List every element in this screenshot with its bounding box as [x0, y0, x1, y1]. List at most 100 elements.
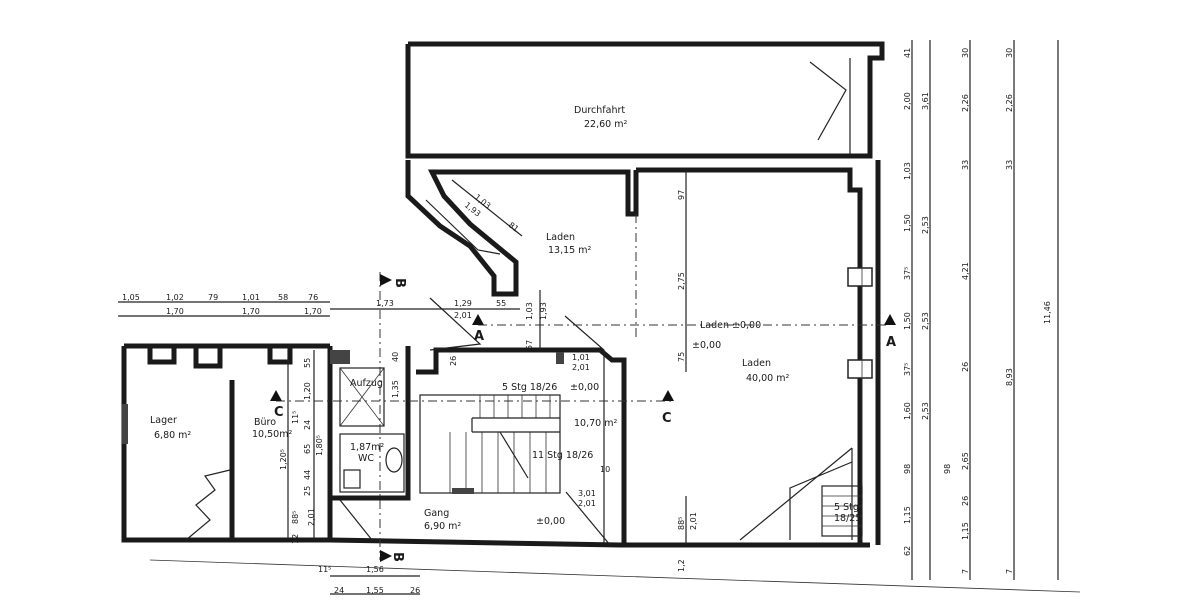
dim-in-19: 26: [449, 356, 458, 366]
dim-r4-3: 33: [1005, 160, 1014, 170]
bottom-dimension-chain: [330, 575, 420, 595]
stair-right-ratio: 18/25: [834, 513, 861, 524]
mark-c-left: C: [274, 405, 284, 420]
dim-in-6: 75: [677, 352, 686, 362]
door-swing-laden: [739, 447, 853, 541]
right-stair-treads: [822, 495, 862, 527]
dim-top-3: 79: [208, 293, 218, 302]
dim-r1-1: 41: [903, 48, 912, 58]
dim-r2-2: 2,53: [921, 216, 930, 234]
dim-in-14: 10: [600, 465, 610, 474]
stair-well: [419, 394, 561, 494]
dim-r3-2: 2,26: [961, 94, 970, 112]
arrow-a-right: [884, 314, 896, 325]
dim-r3-7: 26: [961, 496, 970, 506]
dim-in-22: 11⁵: [291, 411, 300, 424]
mark-a-right: A: [886, 335, 896, 350]
dim-in-26: 44: [303, 470, 312, 480]
top-dimension-chain: [118, 301, 520, 317]
pier-3: [267, 346, 293, 365]
wall-laden-small: [405, 160, 639, 297]
dim-r3-3: 33: [961, 160, 970, 170]
dim-bottom-3: 24: [334, 586, 344, 595]
shaft-hatch: [330, 350, 350, 364]
gang-hatch: [452, 488, 474, 494]
dim-in-29: 88⁵: [291, 511, 300, 524]
lager-hatch: [122, 404, 128, 444]
door-swing-small-laden: [429, 297, 482, 351]
durchfahrt-name: Durchfahrt: [574, 105, 625, 116]
right-dimension-chains: [911, 40, 1059, 580]
dim-top-2: 1,02: [166, 293, 184, 302]
arrow-b-bottom: [380, 550, 392, 562]
door-frame-laden: [789, 461, 853, 540]
dim-r1-7: 37⁵: [903, 363, 912, 376]
dim-r1-8: 1,60: [903, 402, 912, 420]
dim-r3-6: 2,65: [961, 452, 970, 470]
buero-name: Büro: [254, 417, 276, 428]
stair-lower-label: 11 Stg 18/26: [532, 450, 593, 461]
dim-r1-5: 37⁵: [903, 267, 912, 280]
stair-right-steps: 5 Stg: [834, 502, 859, 513]
dim-in-24: 65: [303, 444, 312, 454]
inner-dimension-lines: [287, 170, 687, 545]
dim-r4-1: 30: [1005, 48, 1014, 58]
dim-r2-1: 3,61: [921, 92, 930, 110]
gate-swing: [809, 61, 847, 141]
fold-line: [149, 559, 1081, 593]
lager-name: Lager: [150, 415, 177, 426]
dim-total: 11,46: [1043, 301, 1052, 324]
mark-c-right: C: [662, 411, 672, 426]
dim-r1-11: 62: [903, 546, 912, 556]
dim-bottom-2: 1,56: [366, 565, 384, 574]
gang-name: Gang: [424, 508, 449, 519]
dim-r1-10: 1,15: [903, 506, 912, 524]
dim-top-4: 1,01: [242, 293, 260, 302]
dim-r4-5: 98: [943, 464, 952, 474]
dim-r3-4: 4,21: [961, 262, 970, 280]
dim-in-20: 1,35: [391, 380, 400, 398]
aufzug-label: Aufzug: [350, 378, 383, 389]
mark-a-left: A: [474, 329, 484, 344]
dim-r3-9: 7: [961, 569, 970, 574]
wc-room: [339, 433, 405, 493]
lager-area: 6,80 m²: [154, 430, 191, 441]
elevator-shaft: [339, 367, 385, 427]
dim-top-6: 76: [308, 293, 318, 302]
level-laden: Laden ±0,00: [700, 320, 761, 331]
dim-in-11: 2,01: [572, 363, 590, 372]
treppe-area: 10,70 m²: [574, 418, 617, 429]
wc-area: 1,87m²: [350, 442, 384, 453]
dim-top-13: 55: [496, 299, 506, 308]
dim-r3-8: 1,15: [961, 522, 970, 540]
dim-in-23: 24: [303, 420, 312, 430]
dim-top-8: 1,70: [242, 307, 260, 316]
dim-r2-4: 2,53: [921, 402, 930, 420]
dim-r4-2: 2,26: [1005, 94, 1014, 112]
window-2: [847, 359, 873, 379]
pier-1: [147, 346, 177, 365]
dim-in-10: 1,01: [572, 353, 590, 362]
washbasin: [343, 469, 361, 489]
dim-in-18: 40: [391, 352, 400, 362]
dim-top-12: 2,01: [454, 311, 472, 320]
dim-r4-6: 7: [1005, 569, 1014, 574]
dim-r1-4: 1,50: [903, 214, 912, 232]
dim-in-7: 1,03: [525, 302, 534, 320]
dim-in-3: 81: [507, 220, 521, 233]
stair-upper-label: 5 Stg 18/26: [502, 382, 557, 393]
mark-b-top: B: [392, 278, 407, 288]
laden-large-name: Laden: [742, 358, 771, 369]
laden-small-name: Laden: [546, 232, 575, 243]
elevator-x2: [339, 367, 385, 427]
arrow-b-top: [380, 274, 392, 286]
toilet: [385, 447, 403, 473]
dim-r1-2: 2,00: [903, 92, 912, 110]
arrow-a-left: [472, 314, 484, 325]
pier-2: [193, 346, 223, 369]
wall-core: [327, 346, 411, 501]
arrow-c-right: [662, 390, 674, 401]
dim-r2-3: 2,53: [921, 312, 930, 330]
stair-treads: [449, 395, 560, 493]
